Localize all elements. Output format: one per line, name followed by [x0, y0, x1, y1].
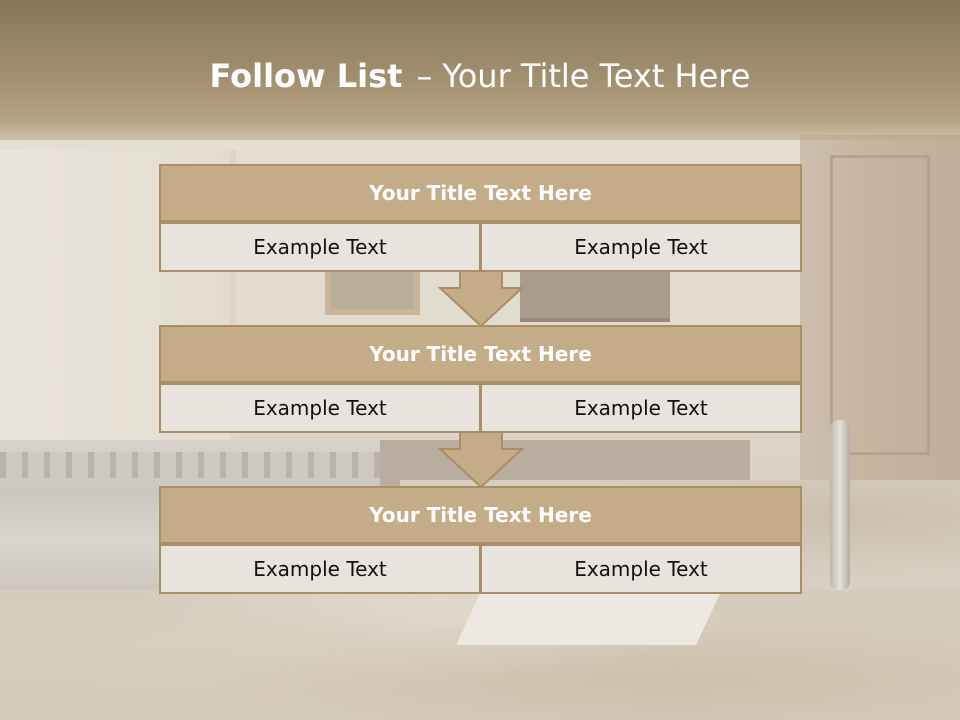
- flow-block-1: Your Title Text Here Example Text Exampl…: [159, 164, 802, 272]
- block-title: Your Title Text Here: [159, 325, 802, 383]
- title-bold-part: Follow List: [209, 57, 403, 95]
- block-right-text: Example Text: [480, 222, 802, 272]
- range-hood: [520, 270, 670, 322]
- slide-title: Follow List–Your Title Text Here: [0, 56, 960, 96]
- cabinet-door: [830, 155, 930, 455]
- title-band: [0, 0, 960, 140]
- down-arrow-icon: [438, 270, 524, 326]
- block-left-text: Example Text: [159, 544, 481, 594]
- block-right-text: Example Text: [480, 544, 802, 594]
- faucet: [830, 420, 850, 590]
- down-arrow-icon: [438, 431, 524, 487]
- block-title: Your Title Text Here: [159, 486, 802, 544]
- title-separator: –: [416, 57, 433, 95]
- block-title: Your Title Text Here: [159, 164, 802, 222]
- block-left-text: Example Text: [159, 222, 481, 272]
- window: [325, 265, 420, 315]
- flow-block-3: Your Title Text Here Example Text Exampl…: [159, 486, 802, 594]
- flow-block-2: Your Title Text Here Example Text Exampl…: [159, 325, 802, 433]
- title-rest: Your Title Text Here: [442, 57, 751, 95]
- cabinet: [800, 135, 960, 495]
- sink: [456, 585, 724, 645]
- block-right-text: Example Text: [480, 383, 802, 433]
- stove-grates: [0, 452, 380, 478]
- block-left-text: Example Text: [159, 383, 481, 433]
